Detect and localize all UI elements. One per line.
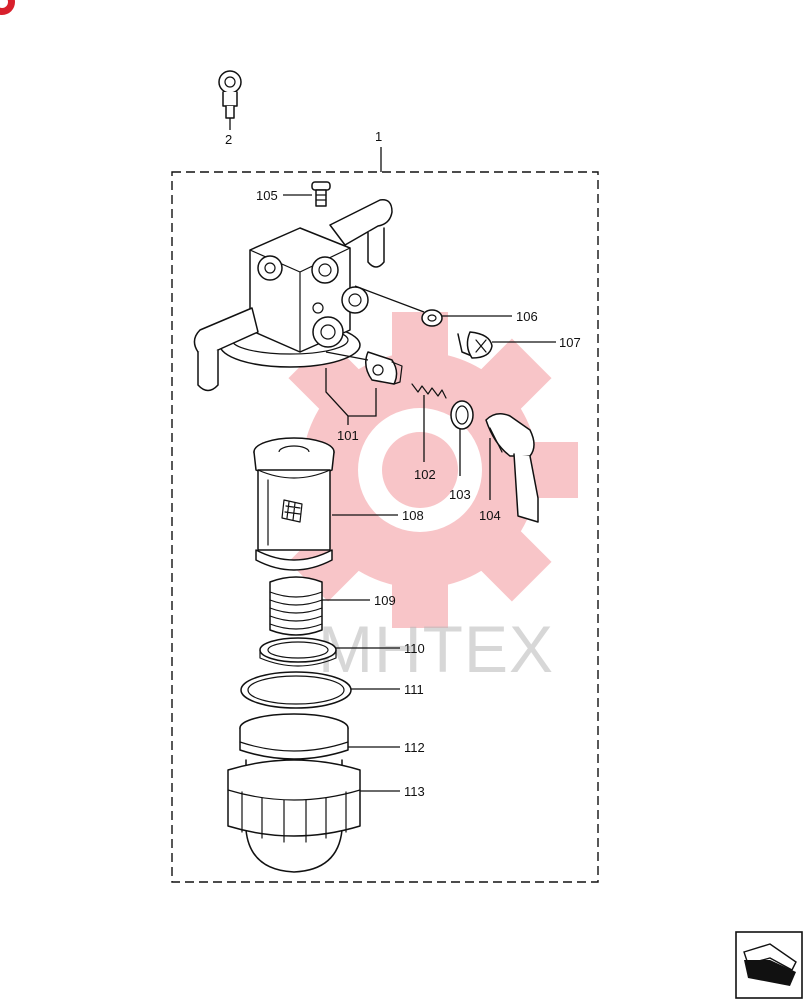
callout-102: 102 <box>414 467 436 482</box>
callout-113: 113 <box>404 784 425 799</box>
callout-101: 101 <box>337 428 359 443</box>
callout-1: 1 <box>375 129 382 144</box>
part-109-spring <box>269 576 323 636</box>
part-102-spring <box>411 383 447 399</box>
callout-103: 103 <box>449 487 471 502</box>
part-108-filter-element <box>253 437 335 571</box>
next-page-arrow-icon[interactable] <box>735 931 803 999</box>
part-101-valve-spool <box>365 351 403 385</box>
callout-111: 111 <box>404 682 424 697</box>
callout-2: 2 <box>225 132 232 147</box>
part-106-washer <box>421 309 443 327</box>
part-113-ring-nut <box>227 759 361 843</box>
part-105-screw <box>311 181 331 207</box>
part-valve-body <box>193 199 393 392</box>
callout-110: 110 <box>404 641 425 656</box>
callout-108: 108 <box>402 508 424 523</box>
part-110-gasket <box>259 637 337 667</box>
brand-logo-icon <box>0 0 15 15</box>
watermark-text: MHTEX <box>318 612 554 686</box>
callout-105: 105 <box>256 188 278 203</box>
callout-104: 104 <box>479 508 501 523</box>
part-107-bolt <box>457 331 493 359</box>
callout-106: 106 <box>516 309 538 324</box>
part-111-o-ring <box>240 671 352 709</box>
part-2-banjo-bolt <box>218 70 242 119</box>
part-103-o-ring <box>450 400 474 430</box>
callout-112: 112 <box>404 740 425 755</box>
assembly-boundary <box>171 171 599 883</box>
part-104-lever <box>485 413 539 523</box>
callout-107: 107 <box>559 335 581 350</box>
callout-109: 109 <box>374 593 396 608</box>
